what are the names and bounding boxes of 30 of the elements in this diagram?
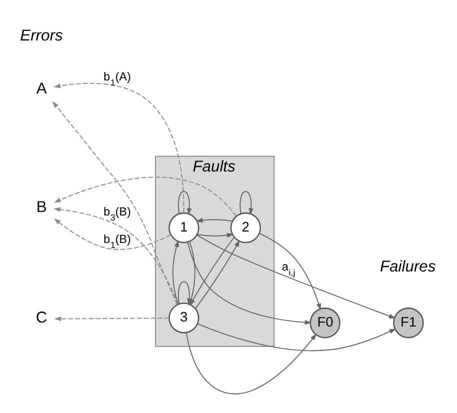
arrow [54,176,237,216]
arrow [197,322,396,351]
arrow [54,82,184,213]
arrow [196,232,234,238]
edge-label: b$_{1}$(A) [103,70,131,87]
arrow [54,316,170,321]
node-circle: 2 [230,212,261,243]
node-text: B [36,198,47,216]
arrow [196,217,233,222]
node-circle: 3 [168,302,200,333]
node-circle: 1 [168,212,200,243]
arrow [52,100,178,305]
node-text: C [36,309,48,326]
arrow [178,190,192,215]
arrow [54,206,179,304]
edge-label: b$_{1}$(B) [103,232,131,250]
arrow [196,234,396,318]
node-circle: F1 [393,307,424,338]
arrow [178,280,192,305]
node-circle: F0 [310,307,340,338]
arrow [172,240,179,304]
arrow [259,232,321,310]
label: Failures [380,258,436,276]
arrow [240,190,254,215]
edge-label: a$_{i,j}$ [282,260,296,278]
arrow [186,332,317,394]
node-text: A [36,80,47,97]
label: Errors [20,26,63,44]
edge-label: b$_{3}$(B) [103,205,131,222]
arrow [54,218,172,250]
